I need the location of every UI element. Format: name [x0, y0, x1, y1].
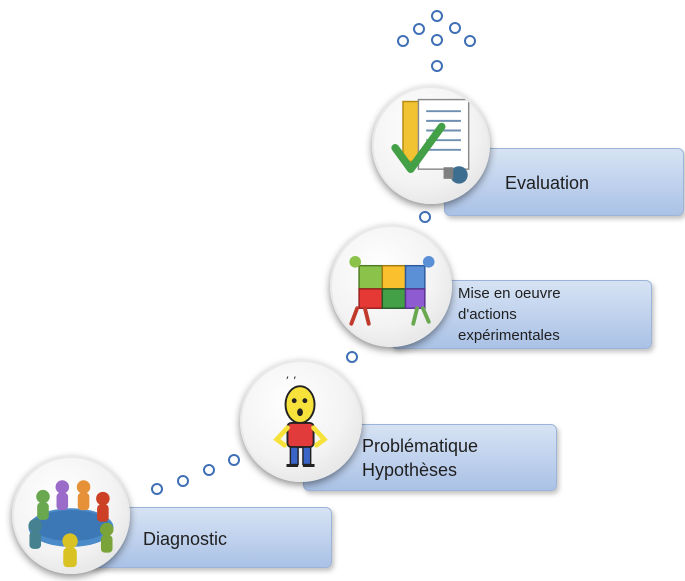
step-mise-en-oeuvre-label: Mise en oeuvre d'actions expérimentales	[458, 285, 561, 344]
puzzled-person-icon: ’ ’	[240, 360, 362, 482]
connector-dot	[397, 35, 409, 47]
step-diagnostic-label: Diagnostic	[143, 529, 228, 549]
connector-dot	[431, 10, 443, 22]
connector-dot	[464, 35, 476, 47]
step-evaluation-label: Evaluation	[505, 173, 590, 193]
connector-dot	[346, 351, 358, 363]
connector-dot	[151, 483, 163, 495]
meeting-table-icon	[12, 456, 130, 574]
puzzle-teamwork-icon	[330, 225, 452, 347]
connector-dot	[449, 22, 461, 34]
connector-dot	[413, 23, 425, 35]
connector-dot	[203, 464, 215, 476]
connector-dot	[431, 60, 443, 72]
step-problematique-label: Problématique Hypothèses	[362, 436, 479, 480]
connector-dot	[431, 34, 443, 46]
connector-dot	[177, 475, 189, 487]
connector-dot	[419, 211, 431, 223]
connector-dot	[228, 454, 240, 466]
checklist-icon	[372, 86, 490, 204]
svg-text:’ ’: ’ ’	[286, 374, 297, 388]
